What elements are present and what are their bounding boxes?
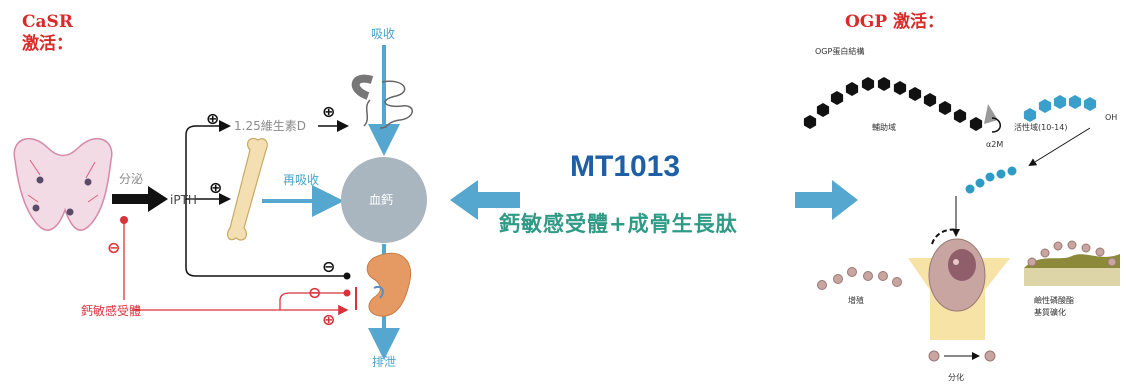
amino-acid-hexagon bbox=[1068, 95, 1082, 109]
alp-label: 鹼性磷酸酯 bbox=[1034, 296, 1074, 305]
plus-icon: ⊕ bbox=[206, 109, 220, 128]
ogp-structure-label: OGP蛋白結構 bbox=[815, 47, 865, 56]
bone-illustration bbox=[226, 137, 268, 241]
amino-acid-hexagon bbox=[893, 81, 907, 95]
amino-acid-hexagon bbox=[1053, 95, 1067, 109]
amino-acid-hexagon bbox=[969, 117, 983, 131]
right-big-arrow bbox=[795, 180, 858, 220]
active-domain-arrow bbox=[1028, 127, 1091, 167]
differentiate-cells bbox=[928, 350, 996, 362]
amino-acid-hexagon bbox=[1038, 99, 1052, 113]
aux-domain-label: 輔助域 bbox=[872, 123, 896, 132]
ogp-title: OGP 激活： bbox=[845, 12, 945, 32]
active-domain-label: 活性域(10-14) bbox=[1014, 123, 1068, 132]
amino-acid-hexagon bbox=[938, 101, 952, 115]
proliferate-label: 增殖 bbox=[848, 296, 864, 305]
matrix-label: 基質礦化 bbox=[1034, 308, 1066, 317]
amino-acid-hexagon bbox=[877, 77, 891, 91]
secrete-arrow bbox=[112, 186, 168, 212]
amino-acid-hexagon bbox=[923, 93, 937, 107]
minus-icon: ⊖ bbox=[107, 238, 121, 257]
a2m-binding-arrow bbox=[991, 117, 1001, 133]
plus-icon: ⊕ bbox=[322, 310, 336, 329]
active-peptide-dots bbox=[965, 166, 1017, 194]
amino-acid-hexagon bbox=[861, 77, 875, 91]
casr-title-line2: 激活： bbox=[22, 34, 73, 54]
product-title: MT1013 bbox=[570, 150, 681, 183]
amino-acid-hexagon bbox=[953, 109, 967, 123]
casr-label: 鈣敏感受體 bbox=[81, 304, 142, 318]
ipth-to-vitd-line bbox=[185, 120, 231, 200]
plus-icon: ⊕ bbox=[209, 178, 223, 197]
amino-acid-hexagon bbox=[908, 87, 922, 101]
vitd-label: 1.25維生素D bbox=[234, 119, 306, 133]
casr-title-line1: CaSR bbox=[22, 12, 73, 32]
amino-acid-hexagon bbox=[803, 115, 817, 129]
intestine-illustration bbox=[351, 74, 413, 129]
cleavage-site-icon bbox=[984, 104, 998, 124]
blood-calcium-circle bbox=[341, 157, 427, 243]
oh-label: OH bbox=[1105, 113, 1118, 122]
osteoblast-cell bbox=[908, 228, 1010, 340]
thyroid-gland-illustration bbox=[13, 137, 113, 231]
minus-icon: ⊖ bbox=[308, 283, 322, 302]
blood-calcium-label: 血鈣 bbox=[369, 193, 394, 207]
excrete-label: 排泄 bbox=[372, 355, 397, 369]
cells-row-matrix bbox=[1027, 240, 1117, 267]
mineralized-matrix bbox=[1024, 254, 1120, 286]
amino-acid-hexagon bbox=[845, 82, 859, 96]
ipth-label: iPTH bbox=[170, 193, 197, 207]
amino-acid-hexagon bbox=[1083, 97, 1097, 111]
amino-acid-hexagon bbox=[830, 91, 844, 105]
ipth-to-kidney-line bbox=[185, 199, 346, 277]
kidney-illustration bbox=[355, 252, 412, 317]
amino-acid-hexagon bbox=[816, 103, 830, 117]
secrete-label: 分泌 bbox=[119, 172, 144, 186]
amino-acid-hexagon bbox=[1023, 108, 1037, 122]
left-big-arrow bbox=[450, 180, 520, 220]
casr-inhibit-line bbox=[279, 292, 346, 310]
plus-icon: ⊕ bbox=[322, 102, 336, 121]
absorb-label: 吸收 bbox=[371, 27, 396, 41]
product-subtitle: 鈣敏感受體+成骨生長肽 bbox=[499, 212, 738, 236]
ogp-peptide-chain bbox=[803, 77, 1097, 131]
minus-icon: ⊖ bbox=[322, 257, 336, 276]
reabsorb-label: 再吸收 bbox=[283, 173, 320, 187]
a2m-label: α2M bbox=[986, 140, 1004, 149]
differentiate-label: 分化 bbox=[948, 373, 964, 382]
cells-row-proliferate bbox=[817, 267, 902, 290]
